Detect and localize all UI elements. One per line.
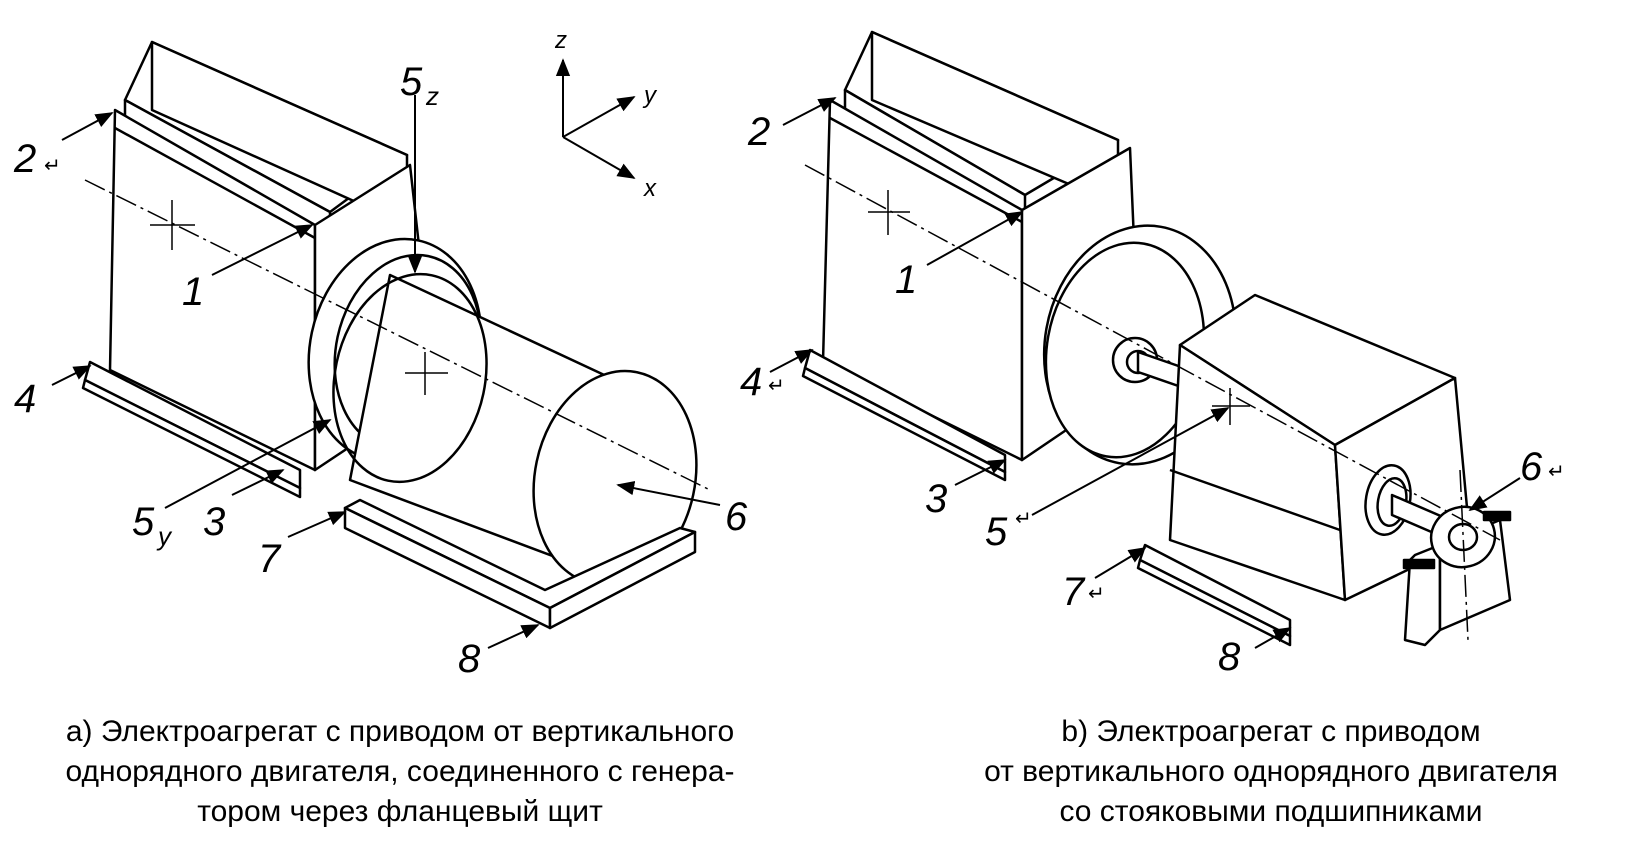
return-mark-a-2: ↵	[44, 153, 61, 177]
callout-b-8: 8	[1218, 635, 1241, 679]
center-marks-a	[150, 200, 448, 395]
caption-a: a) Электроагрегат с приводом от вертикал…	[0, 712, 800, 832]
figure-b-drawing	[801, 30, 1512, 647]
caption-a-line-3: тором через фланцевый щит	[197, 795, 603, 828]
callout-a-3: 3	[203, 500, 225, 544]
axis-z-label: z	[554, 27, 567, 54]
coordinate-axes	[555, 58, 636, 179]
callout-a-5y: 5	[132, 500, 155, 544]
callout-a-6: 6	[725, 495, 748, 539]
leaders-a	[51, 95, 721, 649]
callout-b-2: 2	[747, 110, 770, 154]
axis-x-label: x	[643, 175, 657, 202]
callout-b-5: 5	[985, 510, 1008, 554]
callout-a-7: 7	[258, 537, 282, 581]
caption-b-line-2: от вертикального однорядного двигателя	[984, 755, 1558, 788]
figure-a-drawing	[81, 40, 711, 630]
axis-y-label: y	[642, 82, 658, 109]
callout-a-5z: 5	[400, 60, 423, 104]
return-mark-b-5: ↵	[1015, 506, 1032, 530]
caption-b-line-1: b) Электроагрегат с приводом	[1061, 715, 1481, 748]
caption-a-line-1: a) Электроагрегат с приводом от вертикал…	[65, 715, 735, 748]
return-mark-b-7: ↵	[1088, 581, 1105, 605]
callout-a-5z-sub: z	[425, 81, 439, 111]
callout-b-3: 3	[925, 477, 947, 521]
centerline-a	[84, 179, 711, 491]
generator-base-b	[1136, 543, 1292, 647]
callout-b-6: 6	[1520, 445, 1543, 489]
callout-a-2: 2	[13, 137, 36, 181]
callout-a-4: 4	[14, 377, 36, 421]
generator-cylinder-a	[332, 272, 698, 587]
caption-b: b) Электроагрегат с приводом от вертикал…	[900, 712, 1642, 832]
centerline-b	[804, 164, 1501, 541]
callout-b-4: 4	[740, 360, 762, 404]
callout-b-7: 7	[1062, 570, 1086, 614]
callout-b-1: 1	[895, 258, 917, 302]
callout-a-5y-sub: y	[156, 521, 173, 551]
bearing-centerline-b	[1459, 469, 1469, 641]
caption-b-line-3: со стояковыми подшипниками	[1059, 795, 1483, 828]
callout-a-1: 1	[182, 270, 204, 314]
engine-base-a	[81, 360, 302, 499]
generator-base-a	[343, 498, 697, 630]
center-marks-b	[868, 190, 1250, 425]
pillow-block-bearing-b	[1402, 505, 1512, 647]
callout-a-8: 8	[458, 637, 481, 681]
leaders-b	[769, 97, 1521, 649]
return-mark-b-4: ↵	[768, 373, 785, 397]
caption-a-line-2: однорядного двигателя, соединенного с ге…	[65, 755, 735, 788]
return-mark-b-6: ↵	[1548, 459, 1565, 483]
